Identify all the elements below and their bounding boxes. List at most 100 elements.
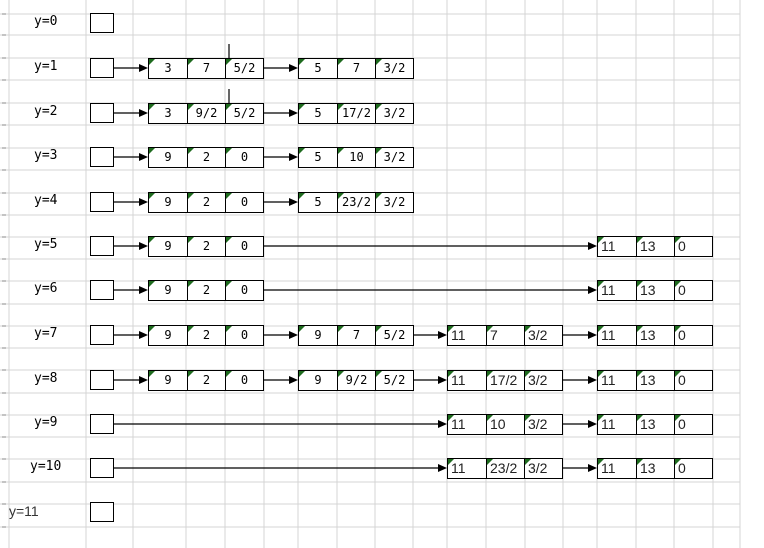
node-cell: 23/2	[486, 459, 524, 478]
cell-value: 9	[314, 373, 322, 387]
corner-marker-icon	[637, 237, 643, 243]
corner-marker-icon	[299, 148, 305, 154]
node-cell: 5	[299, 104, 337, 123]
node-cell: 11	[598, 281, 636, 300]
corner-marker-icon	[525, 326, 531, 332]
corner-marker-icon	[376, 148, 382, 154]
cell-value: 0	[240, 195, 249, 209]
node-cell: 9	[299, 371, 337, 390]
corner-marker-icon	[188, 59, 194, 65]
cell-value: 7	[490, 327, 498, 343]
head-pointer-box	[90, 147, 114, 167]
node-cell: 2	[187, 371, 225, 390]
node-cell: 2	[187, 326, 225, 345]
head-pointer-box	[90, 414, 114, 434]
corner-marker-icon	[448, 371, 454, 377]
pointer-arrow	[563, 331, 597, 339]
corner-marker-icon	[226, 237, 232, 243]
corner-marker-icon	[376, 59, 382, 65]
node-cell: 11	[448, 415, 486, 434]
cell-value: 3/2	[528, 416, 548, 432]
corner-marker-icon	[598, 281, 604, 287]
cell-value: 11	[451, 372, 466, 388]
corner-marker-icon	[299, 371, 305, 377]
node-cell: 9	[149, 148, 187, 167]
corner-marker-icon	[226, 281, 232, 287]
corner-marker-icon	[487, 459, 493, 465]
node-cell: 13	[636, 415, 674, 434]
pointer-arrow	[264, 376, 298, 384]
node-cell: 3/2	[524, 459, 562, 478]
cell-value: 0	[678, 416, 686, 432]
row-label: y=4	[34, 193, 58, 208]
cell-value: 3/2	[383, 61, 406, 75]
pointer-arrow	[563, 376, 597, 384]
cell-value: 2	[202, 195, 211, 209]
corner-marker-icon	[338, 59, 344, 65]
node-cell: 3/2	[524, 326, 562, 345]
cell-value: 3	[164, 61, 172, 75]
corner-marker-icon	[487, 371, 493, 377]
corner-marker-icon	[299, 104, 305, 110]
node-cell: 11	[598, 415, 636, 434]
cell-value: 3/2	[528, 372, 548, 388]
node-cell: 11	[448, 326, 486, 345]
cell-value: 5	[314, 150, 322, 164]
cell-value: 2	[202, 150, 211, 164]
corner-marker-icon	[149, 237, 155, 243]
node-cell: 23/2	[337, 193, 375, 212]
pointer-arrow	[264, 64, 298, 72]
list-node: 9 9/2 5/2	[298, 370, 414, 391]
cell-value: 10	[490, 416, 506, 432]
node-cell: 10	[486, 415, 524, 434]
cell-value: 23/2	[490, 460, 518, 476]
node-cell: 0	[674, 281, 712, 300]
corner-marker-icon	[376, 371, 382, 377]
corner-marker-icon	[598, 326, 604, 332]
node-cell: 11	[598, 326, 636, 345]
cell-value: 2	[202, 239, 211, 253]
head-pointer-box	[90, 458, 114, 478]
node-cell: 5	[299, 59, 337, 78]
cell-value: 0	[240, 373, 249, 387]
cell-value: 10	[349, 150, 364, 164]
corner-marker-icon	[598, 459, 604, 465]
cell-value: 5/2	[383, 328, 406, 342]
cell-value: 0	[678, 238, 686, 254]
row-label: y=8	[34, 371, 58, 386]
node-cell: 11	[448, 371, 486, 390]
corner-marker-icon	[149, 193, 155, 199]
row-label: y=3	[34, 148, 58, 163]
cell-value: 13	[640, 416, 656, 432]
cell-value: 3/2	[383, 150, 406, 164]
node-cell: 7	[187, 59, 225, 78]
cell-value: 5/2	[383, 373, 406, 387]
corner-marker-icon	[675, 459, 681, 465]
node-cell: 0	[225, 237, 263, 256]
corner-marker-icon	[448, 459, 454, 465]
node-cell: 5	[299, 193, 337, 212]
node-cell: 9/2	[337, 371, 375, 390]
corner-marker-icon	[188, 371, 194, 377]
corner-marker-icon	[637, 415, 643, 421]
corner-marker-icon	[525, 371, 531, 377]
corner-marker-icon	[637, 281, 643, 287]
corner-marker-icon	[598, 415, 604, 421]
cell-value: 0	[678, 282, 686, 298]
corner-marker-icon	[598, 371, 604, 377]
node-cell: 0	[674, 371, 712, 390]
node-cell: 13	[636, 326, 674, 345]
row-label: y=0	[34, 14, 58, 29]
cell-value: 11	[601, 372, 616, 388]
node-cell: 0	[225, 148, 263, 167]
